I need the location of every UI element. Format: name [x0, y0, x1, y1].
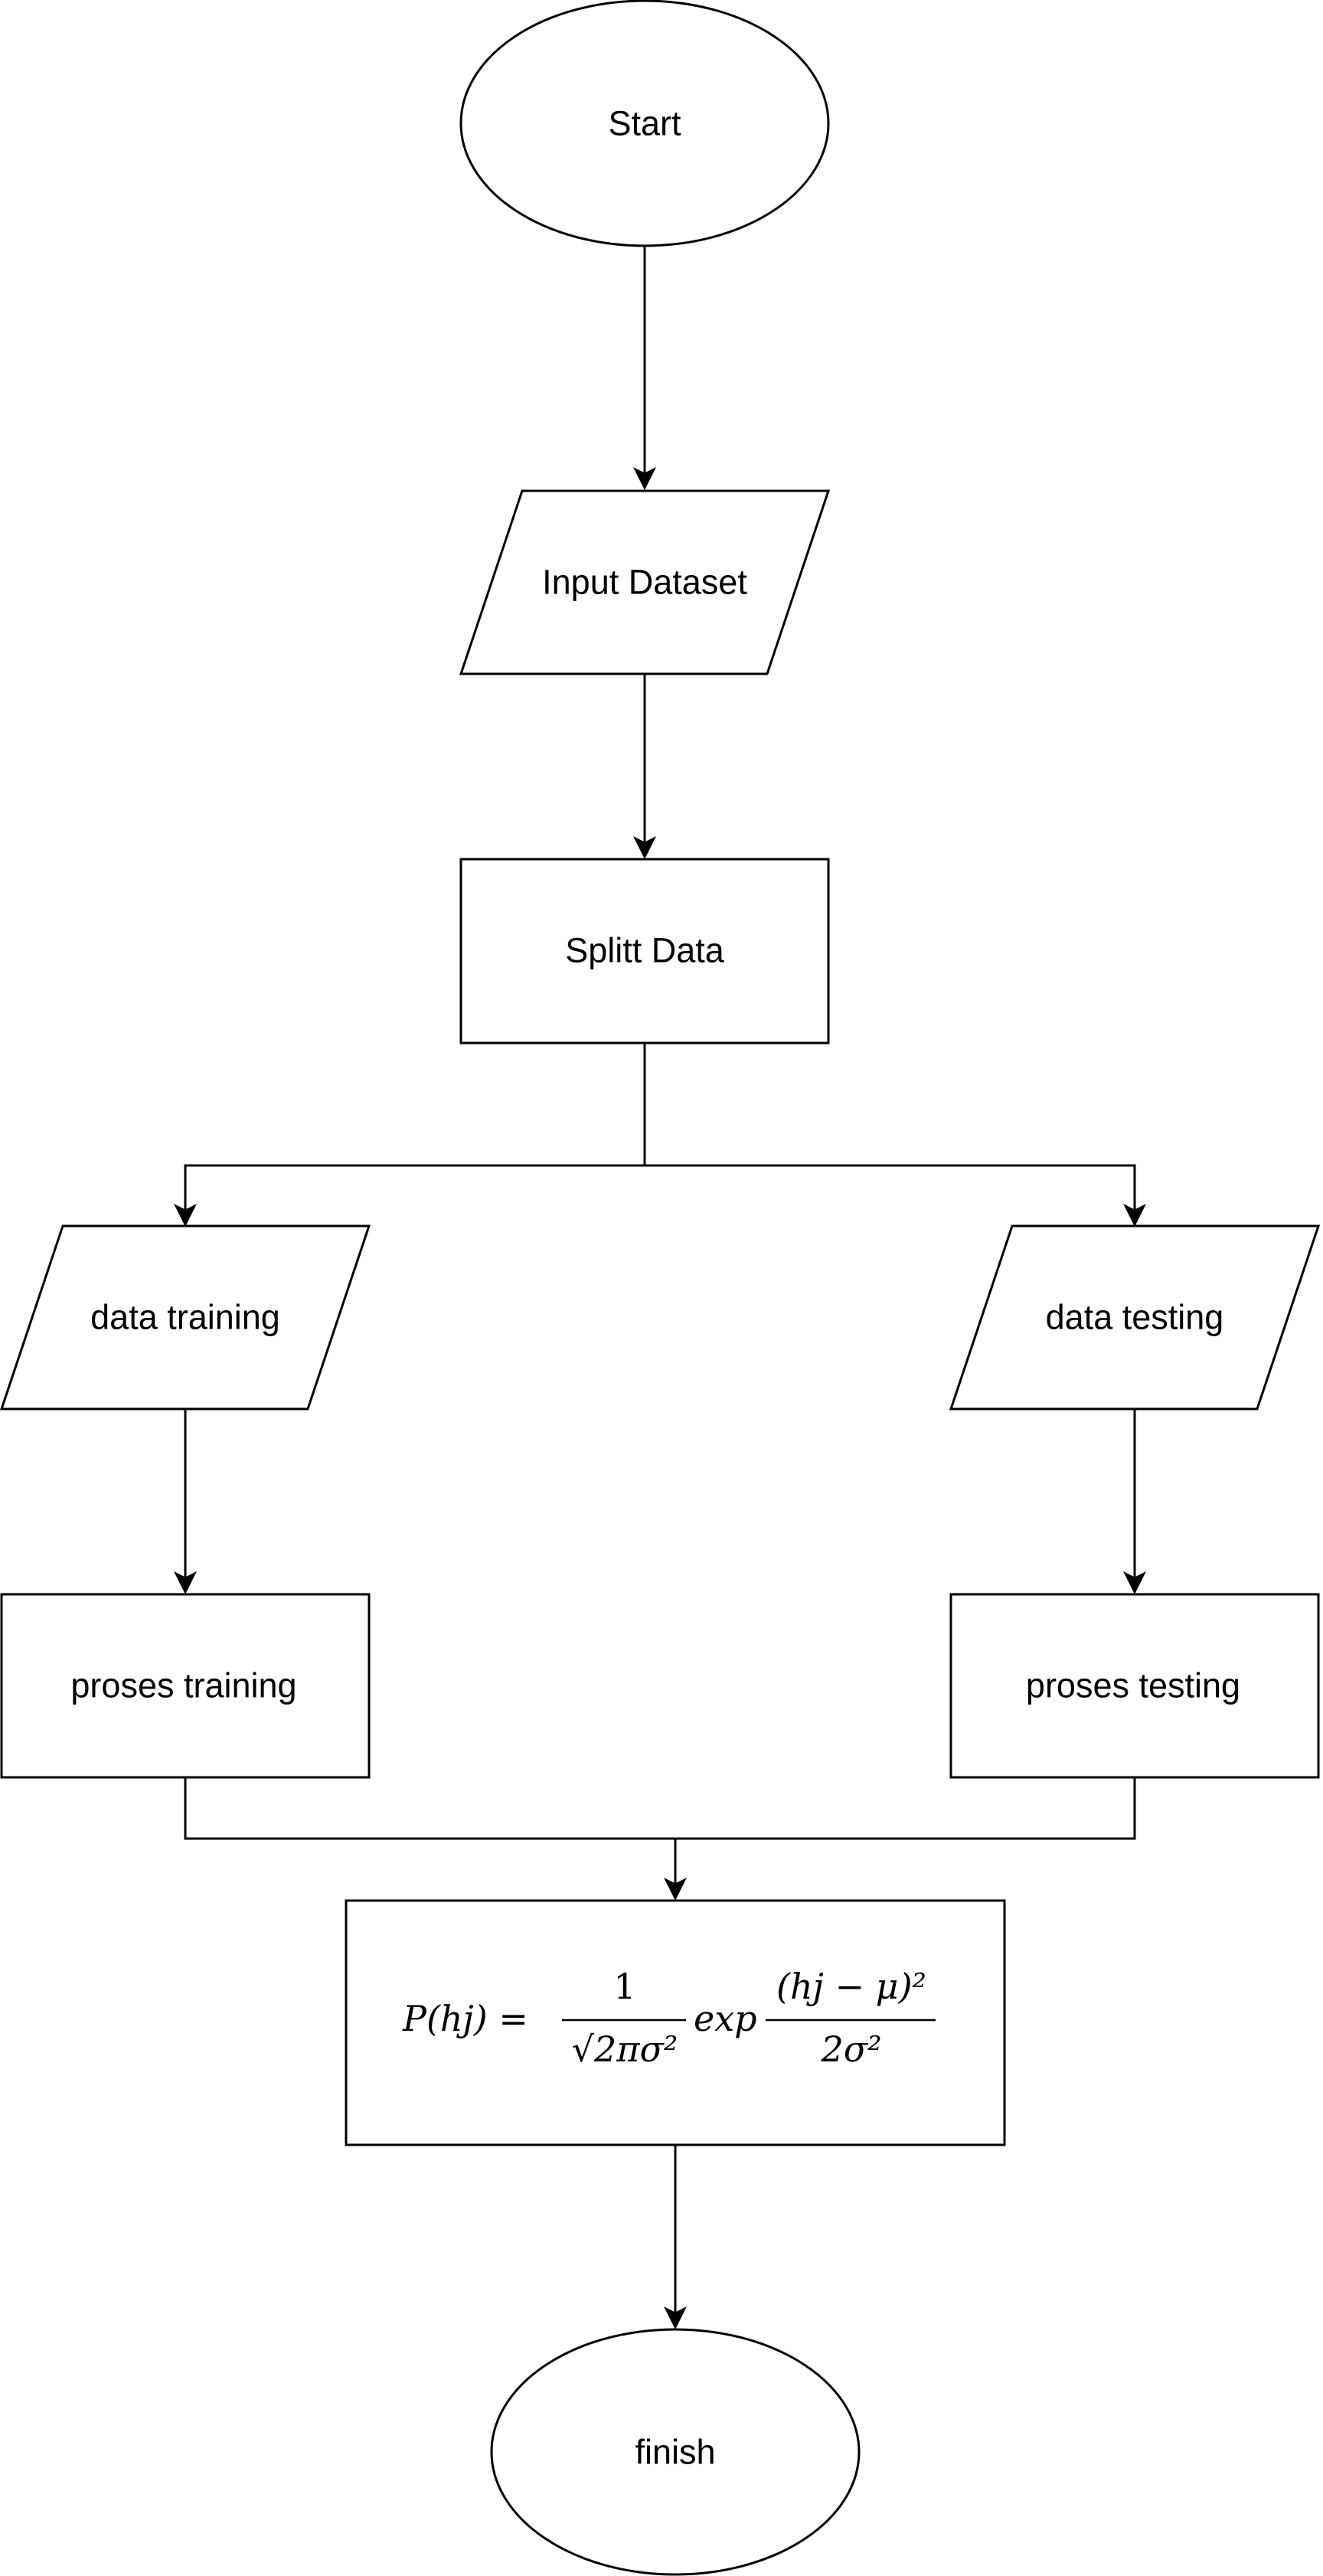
split-data-node-label: Splitt Data	[565, 931, 725, 970]
proses-testing-node-label: proses testing	[1026, 1666, 1240, 1705]
proses-training-node-label: proses training	[70, 1666, 296, 1705]
edge-proses-testing-to-formula	[675, 1777, 1136, 1840]
finish-node[interactable]: finish	[490, 2328, 861, 2576]
formula-expression: P(hj) = 1 √2πσ² exp (hj − μ)² 2σ²	[402, 1966, 936, 2070]
proses-training-node[interactable]: proses training	[0, 1593, 371, 1779]
formula-node[interactable]: P(hj) = 1 √2πσ² exp (hj − μ)² 2σ²	[345, 1899, 1006, 2146]
input-dataset-node-label: Input Dataset	[542, 563, 747, 602]
split-data-node[interactable]: Splitt Data	[459, 858, 830, 1044]
start-node-label: Start	[608, 104, 681, 143]
edge-split-data-to-data-testing	[645, 1164, 1146, 1227]
formula-numerator-right: (hj − μ)²	[776, 1966, 926, 2007]
formula-denominator-right: 2σ²	[820, 2028, 881, 2070]
edges	[174, 247, 1146, 2329]
edge-proses-training-to-formula	[184, 1777, 687, 1901]
data-testing-node[interactable]: data testing	[949, 1224, 1321, 1411]
formula-numerator-left: 1	[613, 1966, 635, 2007]
data-training-node-label: data training	[90, 1298, 280, 1337]
proses-testing-node[interactable]: proses testing	[949, 1593, 1320, 1779]
edge-split-data-to-data-training	[174, 1043, 646, 1227]
data-testing-node-label: data testing	[1046, 1298, 1224, 1337]
data-training-node[interactable]: data training	[0, 1224, 371, 1411]
formula-denominator-left: √2πσ²	[572, 2028, 678, 2070]
finish-node-label: finish	[635, 2433, 715, 2472]
start-node[interactable]: Start	[459, 0, 830, 247]
formula-lhs: P(hj) =	[402, 1998, 528, 2039]
formula-exp: exp	[694, 1998, 757, 2039]
input-dataset-node[interactable]: Input Dataset	[459, 489, 831, 675]
